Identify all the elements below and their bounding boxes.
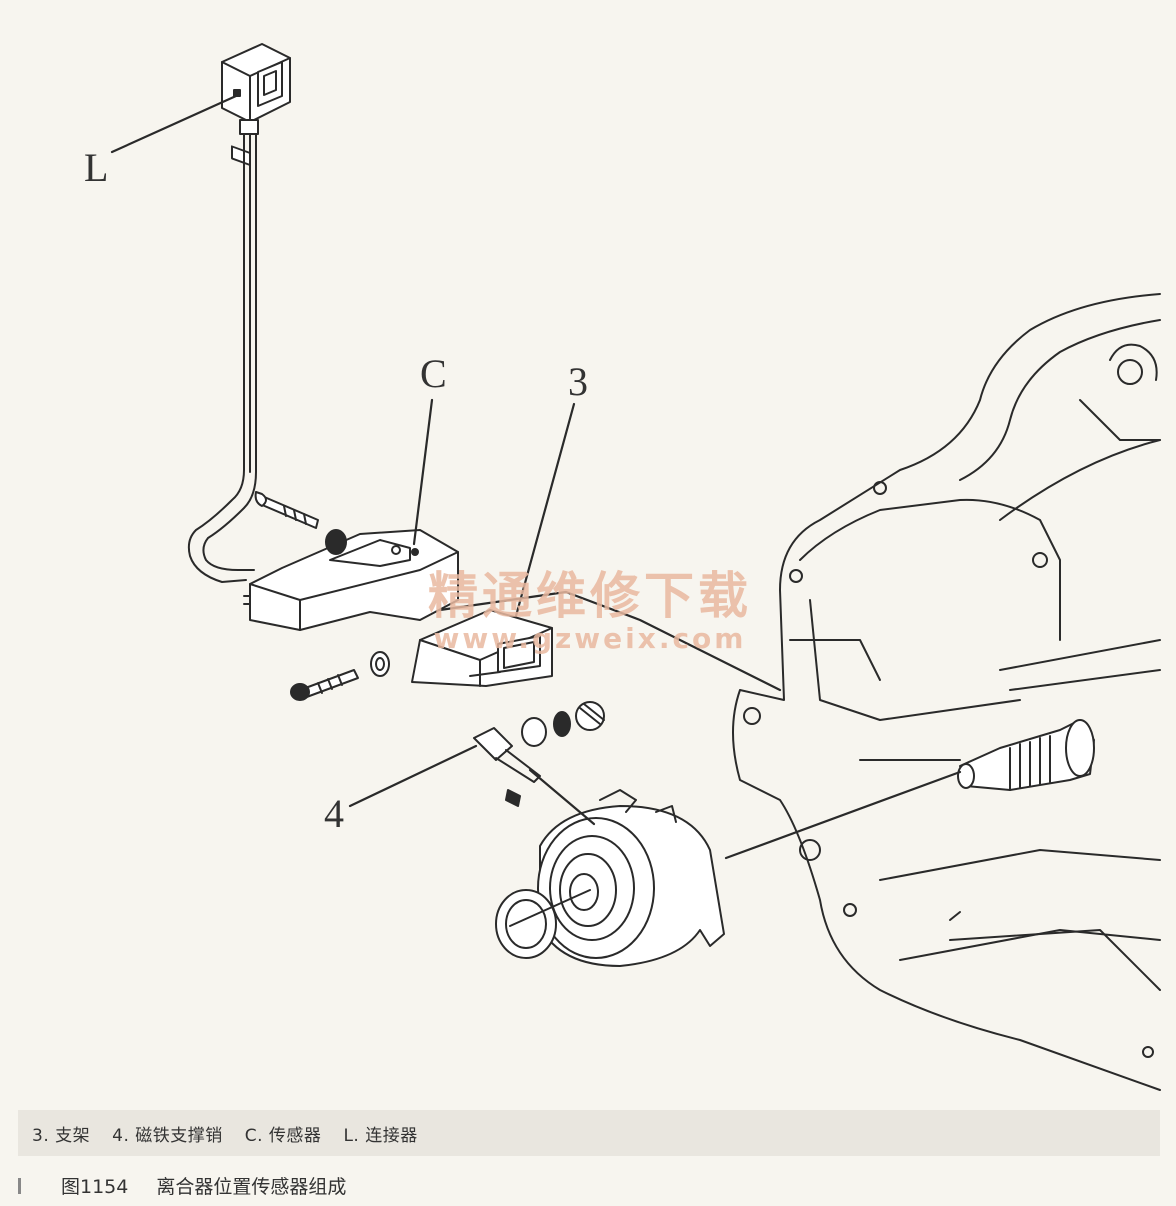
leader-line-l	[110, 94, 238, 154]
callout-c: C	[420, 351, 447, 396]
sensor-harness	[187, 133, 257, 583]
exploded-diagram	[110, 43, 1161, 1091]
connector-drawing	[221, 43, 291, 167]
legend-band: 3. 支架 4. 磁铁支撑销 C. 传感器 L. 连接器	[18, 1110, 1160, 1156]
leader-line-4	[348, 744, 478, 808]
callout-l: L	[84, 145, 109, 190]
bracket-drawing	[290, 609, 553, 701]
explode-line-hub	[724, 770, 962, 860]
sensor-drawing	[243, 491, 459, 631]
legend-item-c: C. 传感器	[244, 1125, 322, 1146]
explode-line-sensor	[438, 590, 782, 692]
figure-caption: 图1154 离合器位置传感器组成	[18, 1172, 346, 1199]
legend-item-l: L. 连接器	[343, 1125, 418, 1146]
figure-title: 离合器位置传感器组成	[156, 1176, 347, 1198]
leader-line-c	[412, 398, 434, 546]
leader-line-3	[514, 402, 576, 618]
legend-item-4: 4. 磁铁支撑销	[112, 1125, 223, 1146]
explode-line-pin	[528, 768, 596, 826]
figure-number: 图1154	[61, 1176, 129, 1198]
magnet-pin-drawing	[473, 701, 605, 807]
legend-item-3: 3. 支架	[32, 1125, 91, 1146]
caption-bar	[18, 1177, 21, 1194]
transmission-housing-drawing	[732, 293, 1161, 1091]
callout-4: 4	[324, 791, 344, 836]
callout-3: 3	[568, 359, 588, 404]
clutch-hub-drawing	[495, 789, 725, 967]
leader-lines	[110, 94, 962, 860]
